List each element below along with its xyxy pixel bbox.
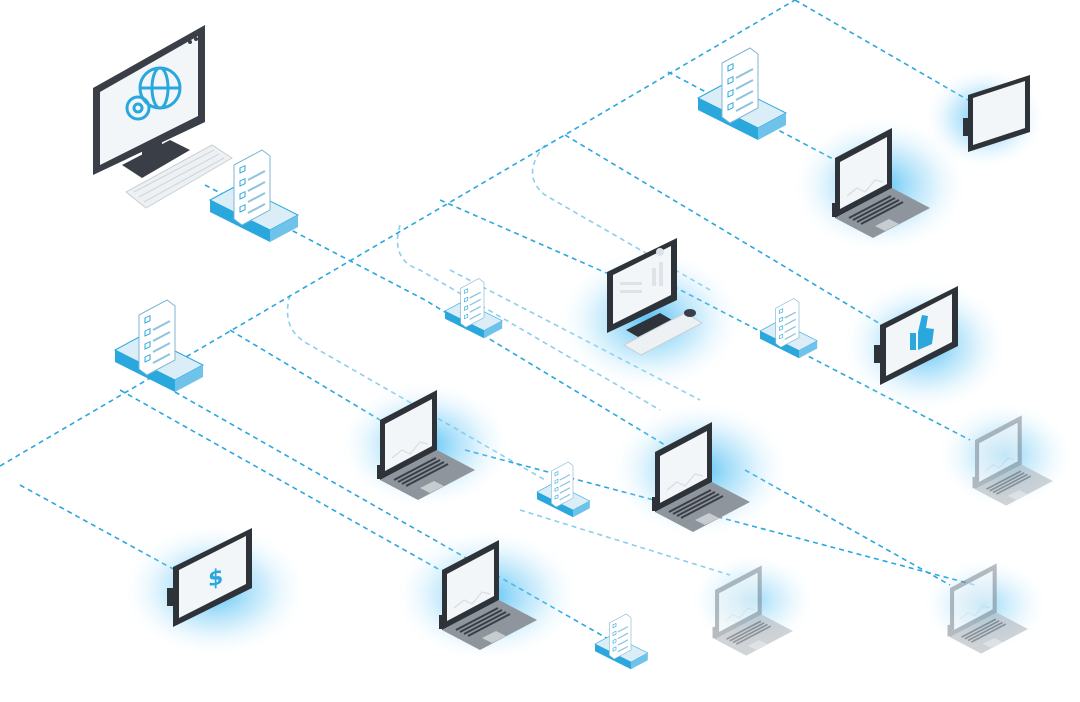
document-icon xyxy=(208,149,300,242)
gear-globe-icon xyxy=(125,66,182,121)
link-line xyxy=(564,134,883,326)
laptop xyxy=(972,415,1053,506)
document-icon xyxy=(696,47,788,140)
dollar-icon: $ xyxy=(208,564,223,593)
laptop xyxy=(439,540,537,650)
document-icon xyxy=(594,613,649,670)
central-desktop xyxy=(607,238,704,356)
tablet-thumbs-up xyxy=(874,286,958,385)
tablet-blank xyxy=(963,75,1030,152)
document-icon xyxy=(113,299,205,392)
laptop xyxy=(712,565,793,656)
laptops xyxy=(377,128,1053,656)
tablet-dollar: $ xyxy=(167,528,252,627)
laptop xyxy=(832,128,930,238)
link-line xyxy=(396,224,661,411)
laptop xyxy=(947,563,1028,654)
monitor-screen xyxy=(100,36,198,165)
chart-icon xyxy=(620,248,664,293)
documents xyxy=(113,47,818,670)
link-line xyxy=(229,329,381,421)
laptop xyxy=(377,390,475,500)
monitor-base xyxy=(122,140,190,178)
link-line xyxy=(531,144,711,291)
trunk-line xyxy=(0,0,796,467)
link-line xyxy=(519,509,731,576)
link-line xyxy=(119,389,441,571)
mouse-icon xyxy=(684,309,696,317)
document-icon xyxy=(536,461,591,518)
window-button-icon xyxy=(188,40,192,44)
admin-workstation xyxy=(93,25,233,209)
monitor-base xyxy=(626,313,672,337)
document-icon xyxy=(444,278,503,339)
laptop xyxy=(652,422,750,532)
document-icon xyxy=(759,298,818,359)
thumbs-up-icon xyxy=(910,315,934,350)
window-button-icon xyxy=(194,37,198,41)
keyboard xyxy=(622,312,704,356)
